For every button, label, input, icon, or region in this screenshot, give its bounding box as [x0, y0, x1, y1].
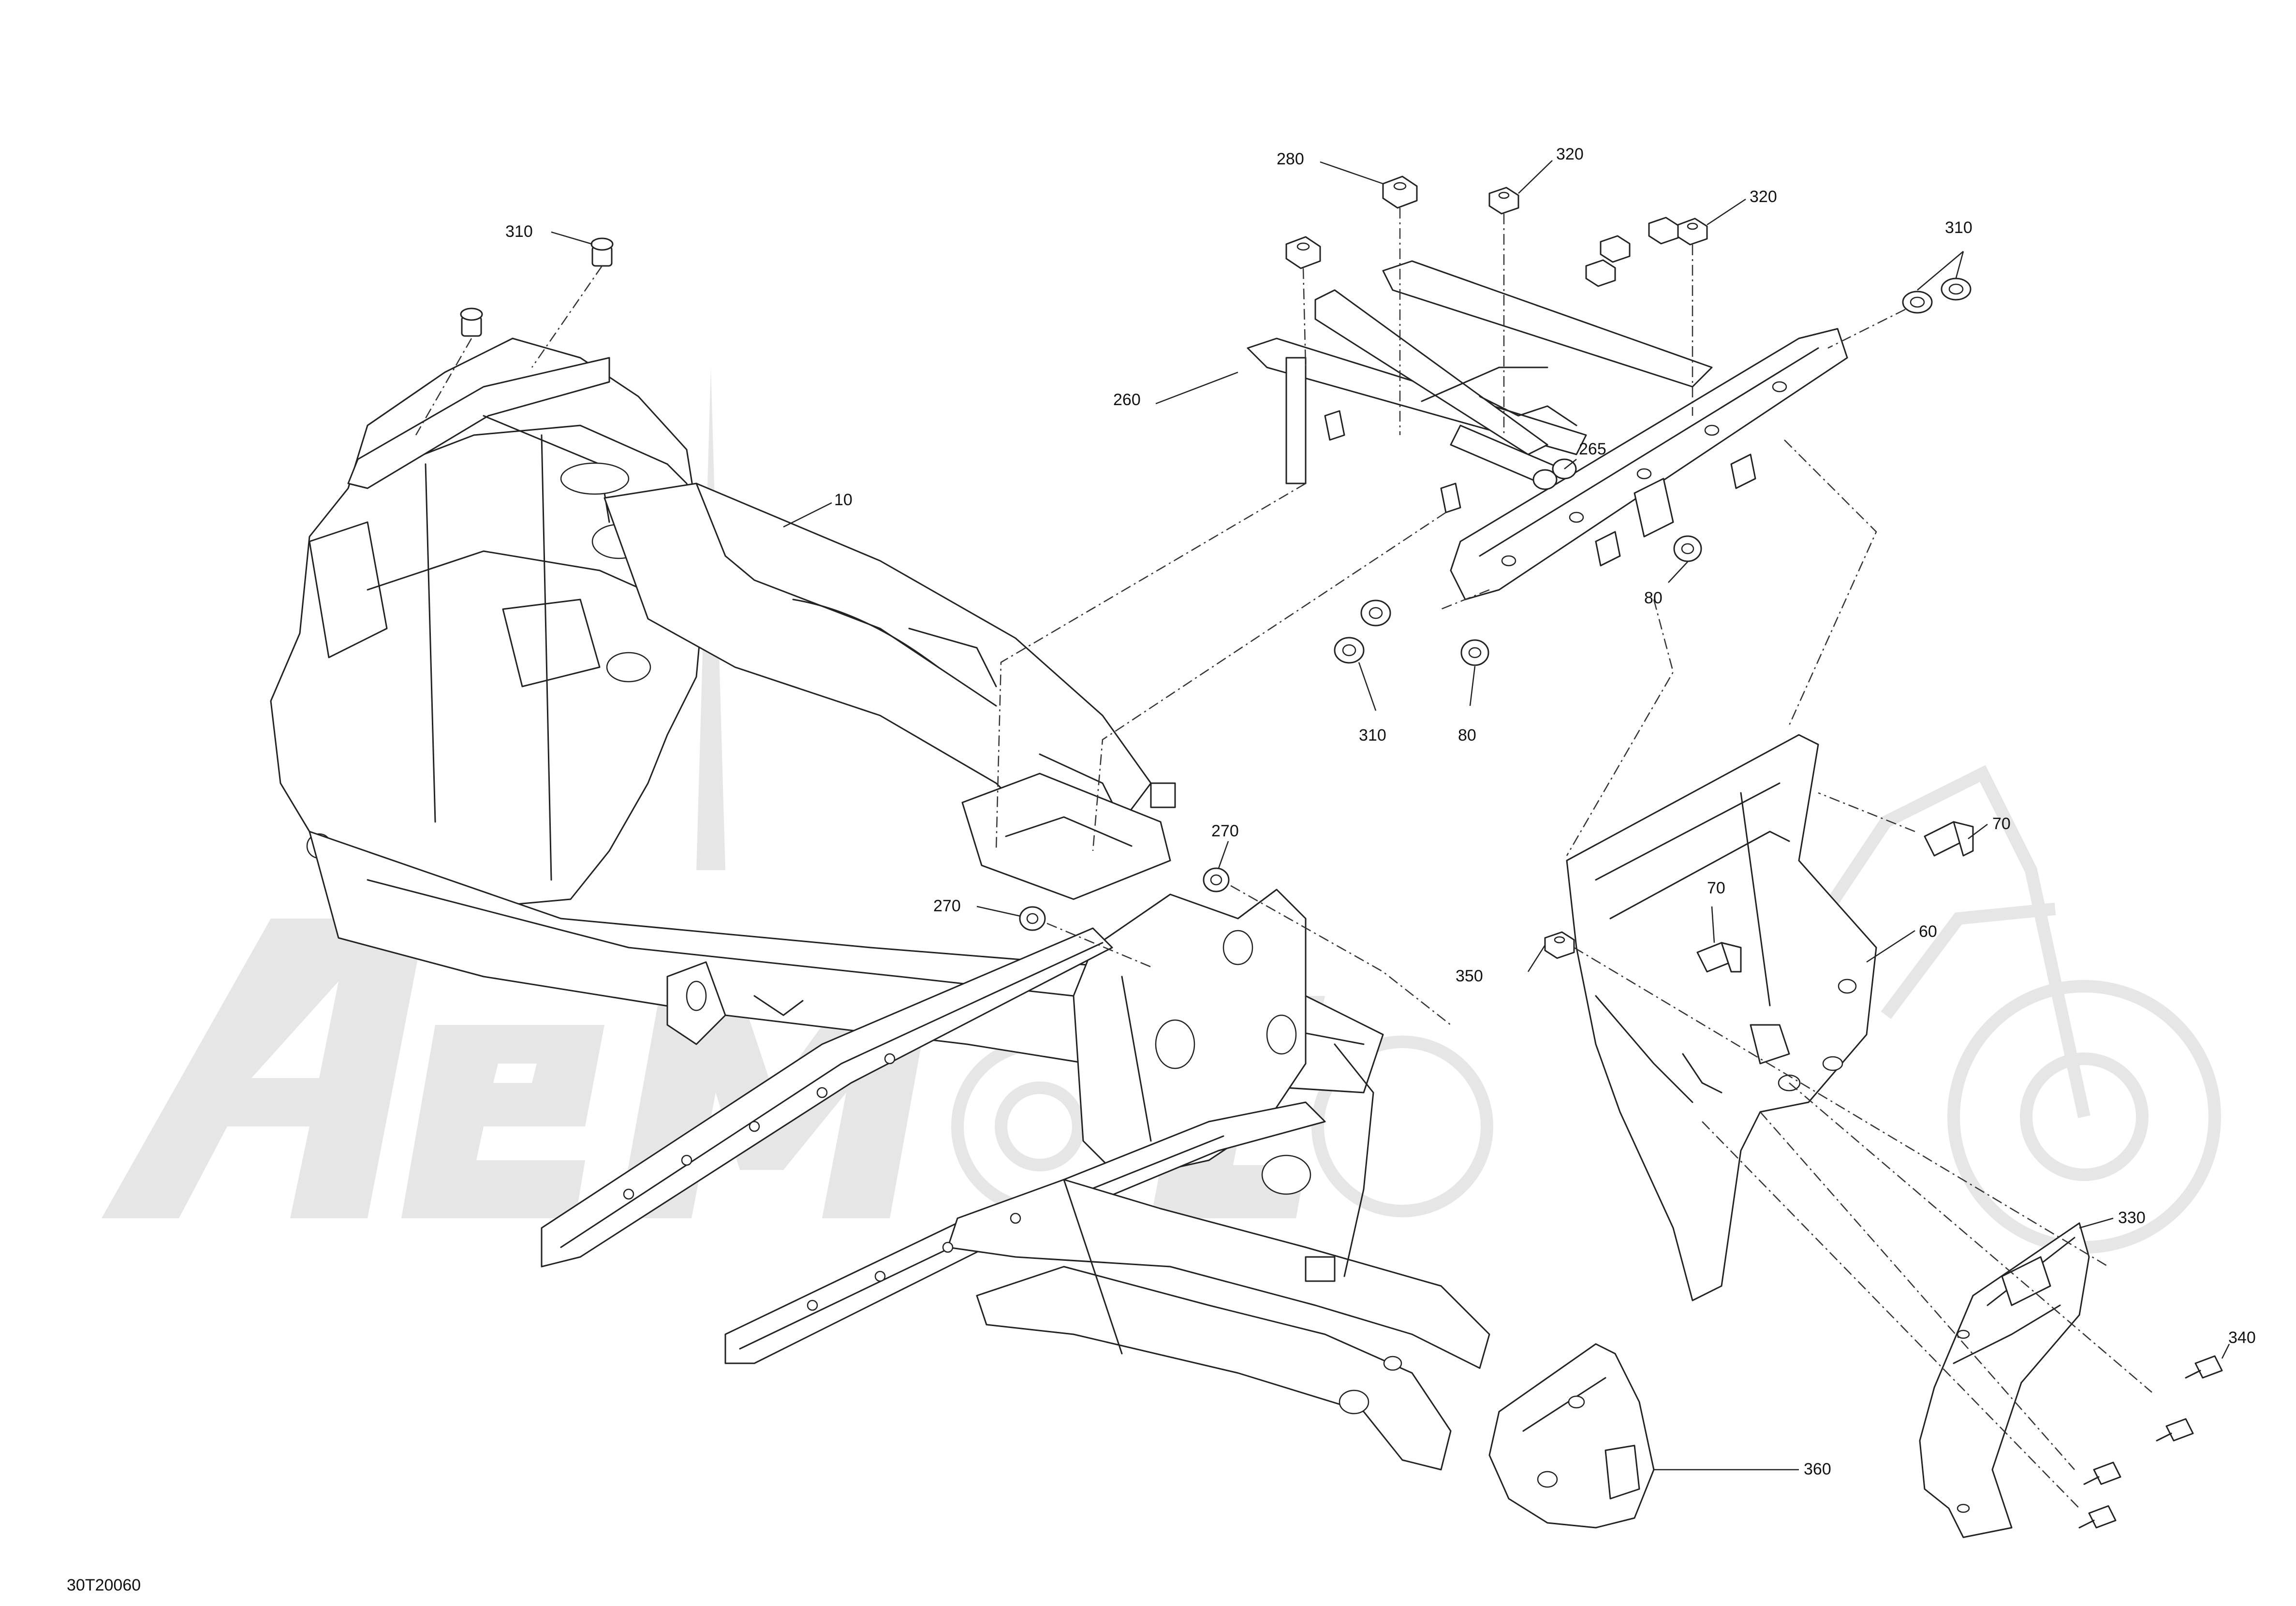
callout-330: 330 [2118, 1209, 2146, 1227]
bushing-80-b-icon [1460, 639, 1489, 666]
nut-320-e-icon [1585, 259, 1616, 287]
callout-270-a: 270 [1211, 822, 1239, 840]
bushing-310-d-icon [1941, 277, 1972, 301]
callout-280: 280 [1277, 150, 1304, 168]
bolt-340-b-icon [2156, 1418, 2194, 1442]
nut-320-b-icon [1677, 218, 1708, 246]
bracket-assembly-part-60 [1566, 734, 1877, 1301]
leader-lines [551, 160, 2230, 1471]
nut-320-a-icon [1488, 187, 1519, 215]
bushing-310-a-icon [590, 237, 614, 267]
nut-280b-icon [1285, 236, 1321, 269]
callout-10: 10 [834, 491, 853, 509]
main-frame-part-10 [270, 337, 1490, 1471]
callout-350: 350 [1456, 967, 1483, 985]
alignment-lines [415, 208, 2152, 1509]
callout-260: 260 [1113, 391, 1141, 409]
callout-340: 340 [2228, 1329, 2256, 1347]
callout-labels: 310 10 280 320 320 310 260 265 80 310 80… [505, 145, 2256, 1478]
diagram-code: 30T20060 [67, 1576, 141, 1594]
bolt-340-c-icon [2083, 1461, 2121, 1485]
fasteners [460, 175, 2223, 1529]
bracket-part-360 [1488, 1343, 1655, 1529]
bolt-70-b-icon [1696, 942, 1742, 973]
nut-320-d-icon [1600, 235, 1631, 263]
callout-80-b: 80 [1458, 726, 1476, 745]
callout-320-b: 320 [1750, 188, 1777, 206]
nut-350-icon [1544, 931, 1575, 959]
rear-crossmember-part-260 [1247, 260, 1848, 600]
bushing-270-a-icon [1203, 867, 1230, 892]
bushing-310-b-icon [460, 307, 483, 337]
callout-60: 60 [1919, 922, 1937, 941]
nut-320-c-icon [1648, 217, 1679, 245]
bushing-310-f-icon [1334, 637, 1365, 664]
callout-265: 265 [1579, 440, 1606, 458]
callout-70-a: 70 [1992, 815, 2011, 833]
bolt-340-d-icon [2078, 1505, 2117, 1529]
bolt-70-a-icon [1924, 821, 1974, 857]
callout-270-b: 270 [933, 897, 961, 915]
bushing-80-a-icon [1673, 535, 1702, 562]
callout-310-b: 310 [1945, 219, 1972, 237]
callout-320-a: 320 [1556, 145, 1584, 163]
bushing-270-b-icon [1019, 906, 1046, 931]
callout-310-a: 310 [505, 222, 533, 241]
callout-310-c: 310 [1359, 726, 1386, 745]
callout-360: 360 [1804, 1460, 1831, 1478]
bushing-310-e-icon [1360, 599, 1391, 627]
nut-280-icon [1382, 175, 1418, 209]
bushing-310-c-icon [1902, 291, 1933, 314]
callout-70-b: 70 [1707, 879, 1725, 897]
bracket-part-330 [1919, 1222, 2090, 1538]
bolt-340-a-icon [2185, 1355, 2223, 1379]
callout-80-a: 80 [1644, 589, 1663, 607]
